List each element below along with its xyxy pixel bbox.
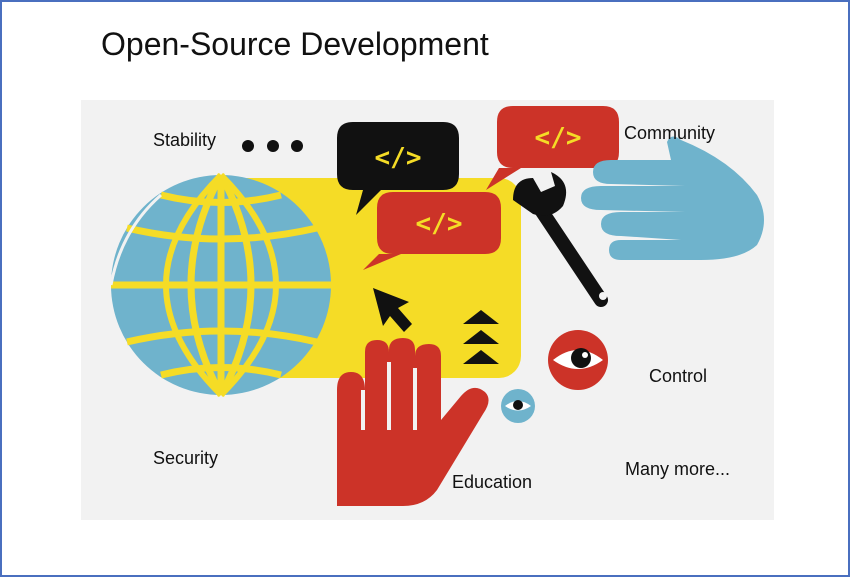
label-control: Control xyxy=(649,366,708,386)
code-text-black: </> xyxy=(375,143,422,173)
eye-icon xyxy=(548,330,608,390)
code-bubble-icon: </> xyxy=(363,192,501,270)
label-security: Security xyxy=(153,448,219,468)
label-education: Education xyxy=(452,472,533,492)
code-text-red-top: </> xyxy=(535,123,582,153)
wrench-icon xyxy=(513,172,608,307)
label-stability: Stability xyxy=(153,130,217,150)
label-many-more: Many more... xyxy=(625,459,731,479)
illustration: </> </> </> xyxy=(81,100,774,520)
triangle-stack-icon xyxy=(463,310,499,364)
hand-icon xyxy=(337,338,489,506)
ellipsis-icon xyxy=(242,140,303,152)
hand-icon xyxy=(581,136,764,260)
eye-icon xyxy=(501,389,535,423)
code-bubble-icon: </> xyxy=(486,106,619,190)
code-text-red-middle: </> xyxy=(416,209,463,239)
globe-icon xyxy=(109,172,331,398)
label-community: Community xyxy=(624,123,716,143)
cursor-arrow-icon xyxy=(373,288,412,332)
code-bubble-icon: </> xyxy=(337,122,459,215)
slide-title: Open-Source Development xyxy=(101,26,489,62)
illustration-svg: </> </> </> xyxy=(109,106,764,506)
